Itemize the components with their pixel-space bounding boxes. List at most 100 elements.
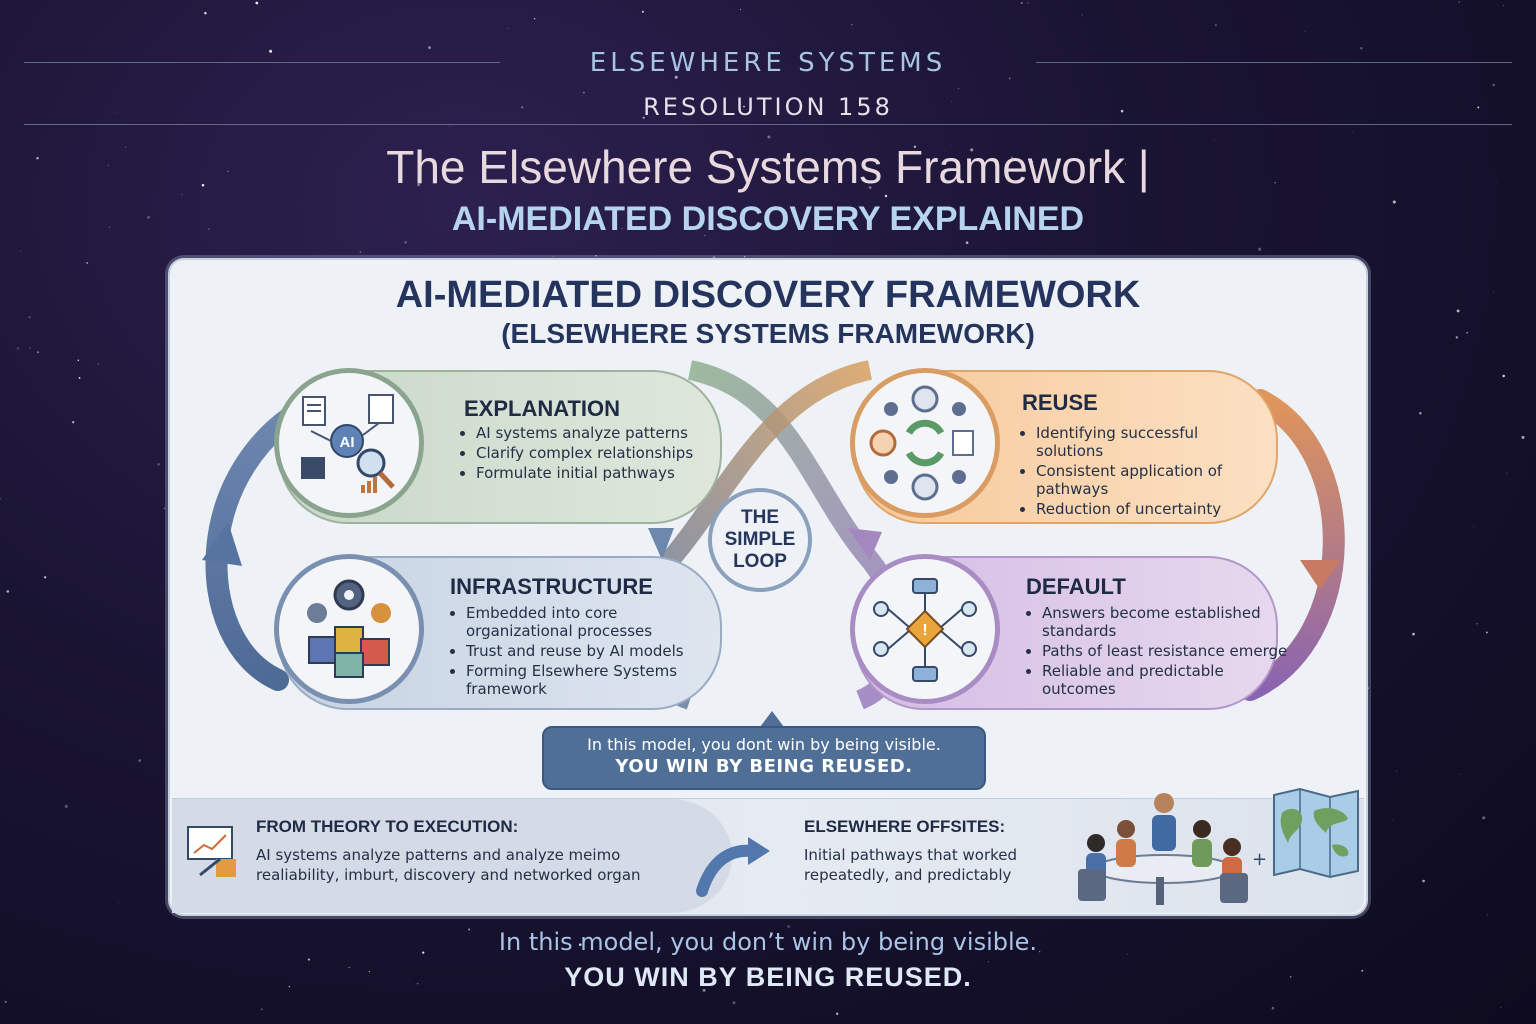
explanation-bullets: AI systems analyze patterns Clarify comp… <box>460 424 726 484</box>
explanation-title: EXPLANATION <box>464 396 621 421</box>
star <box>1422 879 1425 883</box>
star <box>4 1000 7 1004</box>
star <box>1004 7 1006 9</box>
header-rule-right <box>1036 62 1512 63</box>
star <box>86 261 89 264</box>
framework-subtitle: (ELSEWHERE SYSTEMS FRAMEWORK) <box>501 318 1035 349</box>
star <box>78 376 81 379</box>
star <box>1020 2 1023 5</box>
left-arrowhead <box>202 522 242 566</box>
presentation-icon <box>187 826 236 877</box>
star <box>157 463 160 466</box>
star <box>507 27 509 29</box>
star <box>851 23 853 26</box>
star <box>404 241 407 244</box>
star <box>1214 24 1217 27</box>
star <box>138 759 142 762</box>
star <box>36 351 40 354</box>
framework-title: AI-MEDIATED DISCOVERY FRAMEWORK <box>395 274 1141 316</box>
cross-arrowhead-1 <box>848 528 882 560</box>
star <box>1304 31 1306 33</box>
brand-name: ELSEWHERE SYSTEMS <box>589 48 947 78</box>
star <box>1466 331 1469 334</box>
list-item: Reliable and predictable outcomes <box>1042 662 1288 698</box>
star <box>1503 4 1505 6</box>
list-item: Paths of least resistance emerge <box>1042 642 1288 660</box>
star <box>64 804 68 808</box>
star <box>255 1 259 5</box>
star <box>1506 472 1508 474</box>
star <box>1500 1006 1502 1008</box>
infrastructure-title: INFRASTRUCTURE <box>450 574 653 599</box>
right-arrowhead <box>1300 560 1340 590</box>
star <box>1486 914 1488 916</box>
star <box>534 18 536 20</box>
default-bullets: Answers become established standards Pat… <box>1026 604 1288 700</box>
default-title: DEFAULT <box>1026 574 1126 599</box>
star <box>97 363 99 365</box>
infrastructure-bullets: Embedded into core organizational proces… <box>450 604 716 700</box>
reuse-bullets: Identifying successful solutions Consist… <box>1020 424 1256 520</box>
header-rule <box>24 124 1512 125</box>
list-item: Reduction of uncertainty <box>1036 500 1256 518</box>
cross-arrowhead-2 <box>648 528 674 560</box>
star <box>29 347 31 349</box>
world-map-icon <box>1273 787 1359 879</box>
reuse-title: REUSE <box>1022 390 1098 415</box>
star <box>1391 819 1393 821</box>
simple-loop-hub: THE SIMPLE LOOP <box>708 488 812 592</box>
right-loop-arrow <box>1239 389 1345 701</box>
star <box>641 10 644 13</box>
callout-pointer <box>760 711 784 727</box>
star <box>1458 1 1460 3</box>
offsites-title: ELSEWHERE OFFSITES: <box>804 817 1006 836</box>
star <box>260 1008 263 1011</box>
star <box>77 359 80 361</box>
star <box>28 316 31 319</box>
execution-section: FROM THEORY TO EXECUTION: AI systems ana… <box>172 787 1364 913</box>
list-item: Forming Elsewhere Systems framework <box>466 662 716 698</box>
hub-line: THE <box>741 507 779 528</box>
footer-line-2: YOU WIN BY BEING REUSED. <box>564 962 972 992</box>
ai-chip-label: AI <box>340 434 355 451</box>
list-item: Trust and reuse by AI models <box>466 642 716 660</box>
svg-text:!: ! <box>922 622 927 639</box>
star <box>1485 631 1488 634</box>
star <box>449 126 451 128</box>
star <box>836 1012 839 1015</box>
star <box>1372 581 1374 583</box>
gears-blocks-icon <box>274 554 424 704</box>
star <box>204 11 207 15</box>
flowchart-icon: ! <box>850 554 1000 704</box>
hub-line: SIMPLE <box>724 529 796 550</box>
resolution-label: RESOLUTION 158 <box>643 93 893 121</box>
star <box>965 241 969 245</box>
offsites-text-1: Initial pathways that worked <box>804 846 1018 864</box>
list-item: AI systems analyze patterns <box>476 424 726 442</box>
star <box>16 347 20 350</box>
arrow-icon <box>696 837 770 897</box>
execution-left-card <box>172 799 732 913</box>
star <box>1456 309 1460 313</box>
star <box>451 1022 453 1023</box>
star <box>307 958 310 961</box>
star <box>1027 2 1029 4</box>
star <box>595 254 597 257</box>
star <box>72 421 75 424</box>
callout-box: In this model, you dont win by being vis… <box>542 726 986 790</box>
execution-title: FROM THEORY TO EXECUTION: <box>256 817 519 836</box>
star <box>20 250 22 252</box>
star <box>118 901 119 903</box>
footer-line-1: In this model, you don’t win by being vi… <box>498 928 1038 956</box>
list-item: Clarify complex relationships <box>476 444 726 462</box>
star <box>732 1001 736 1005</box>
offsites-text-2: repeatedly, and predictably <box>804 866 1012 884</box>
star <box>1396 770 1397 772</box>
star <box>1412 632 1415 636</box>
header-rule-left <box>24 62 500 63</box>
star <box>1419 411 1422 415</box>
star <box>163 507 166 510</box>
star <box>1258 247 1262 251</box>
star <box>1482 816 1486 820</box>
list-item: Answers become established standards <box>1042 604 1288 640</box>
